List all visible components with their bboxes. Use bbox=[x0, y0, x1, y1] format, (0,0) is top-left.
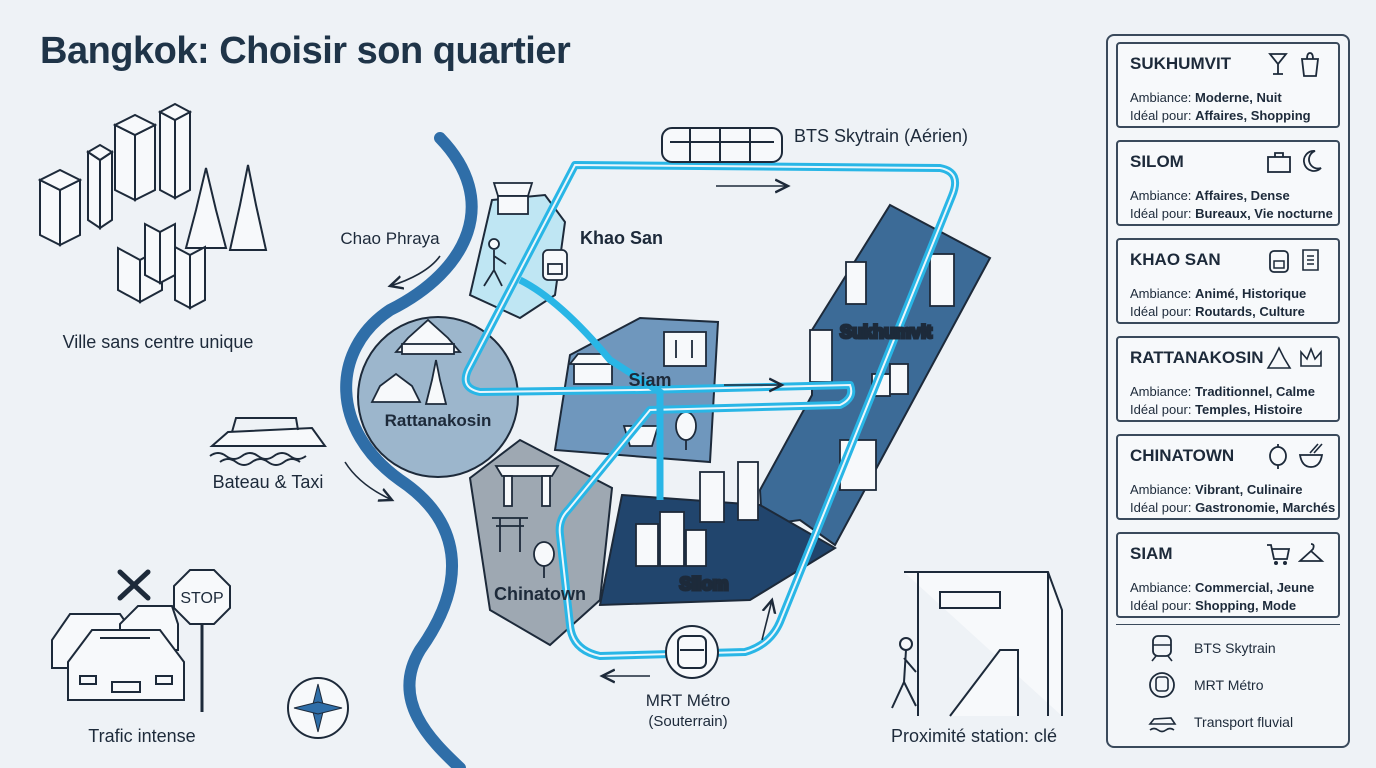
card-icons bbox=[1266, 50, 1330, 80]
no-entry-x-icon bbox=[117, 569, 151, 601]
bts-label: BTS Skytrain (Aérien) bbox=[794, 126, 968, 146]
boat-taxi-icon bbox=[209, 417, 327, 466]
label-sukhumvit: Sukhumvit bbox=[840, 322, 932, 342]
crown-icon bbox=[1300, 346, 1322, 367]
svg-text:STOP: STOP bbox=[180, 590, 223, 607]
traffic-label: Trafic intense bbox=[88, 726, 195, 746]
legend-label: MRT Métro bbox=[1194, 677, 1264, 693]
label-khaosan: Khao San bbox=[580, 228, 663, 248]
card-title: SUKHUMVIT bbox=[1130, 54, 1232, 73]
card-ideal: Idéal pour: Bureaux, Vie nocturne bbox=[1130, 206, 1333, 221]
card-ambiance: Ambiance: Commercial, Jeune bbox=[1130, 580, 1315, 595]
card-ideal: Idéal pour: Affaires, Shopping bbox=[1130, 108, 1311, 123]
torii-gate-icon bbox=[492, 517, 528, 552]
district-map: Ville sans centre unique Chao Phraya Bat… bbox=[37, 102, 1063, 768]
card-icons bbox=[1266, 246, 1330, 276]
shopping-cart-icon bbox=[1267, 544, 1291, 565]
boat-icon bbox=[1148, 717, 1177, 733]
card-ambiance: Ambiance: Animé, Historique bbox=[1130, 286, 1307, 301]
skytrain-icon bbox=[661, 127, 783, 163]
backpack-icon bbox=[1269, 250, 1289, 273]
card-icons bbox=[1266, 344, 1330, 374]
card-icons bbox=[1266, 540, 1330, 570]
boat-arrow bbox=[344, 461, 392, 500]
legend-item: BTS Skytrain bbox=[1128, 634, 1338, 662]
station-label: Proximité station: clé bbox=[891, 726, 1057, 746]
city-label: Ville sans centre unique bbox=[63, 332, 254, 352]
card-title: KHAO SAN bbox=[1130, 250, 1221, 269]
boat-label: Bateau & Taxi bbox=[213, 472, 324, 492]
card-ambiance: Ambiance: Vibrant, Culinaire bbox=[1130, 482, 1303, 497]
lantern-icon bbox=[1269, 444, 1287, 469]
legend-item: Transport fluvial bbox=[1128, 708, 1338, 736]
noodle-bowl-icon bbox=[1298, 443, 1324, 468]
label-rattanakosin: Rattanakosin bbox=[385, 411, 492, 430]
backpack-icon bbox=[542, 249, 568, 281]
station-entrance-icon bbox=[891, 571, 1063, 717]
card-title: CHINATOWN bbox=[1130, 446, 1235, 465]
lantern-icon bbox=[533, 541, 555, 578]
card-ideal: Idéal pour: Routards, Culture bbox=[1130, 304, 1305, 319]
temple-icon bbox=[1266, 346, 1292, 369]
legend-divider bbox=[1116, 624, 1340, 625]
hospital-icon bbox=[663, 331, 707, 367]
clothes-hanger-icon bbox=[1298, 543, 1325, 562]
card-ambiance: Ambiance: Moderne, Nuit bbox=[1130, 90, 1282, 105]
bts-khaosan-branch bbox=[518, 276, 664, 500]
city-skyline-icon bbox=[37, 102, 268, 310]
traffic-cars-icon bbox=[51, 605, 185, 701]
scroll-icon bbox=[1302, 249, 1319, 271]
moon-icon bbox=[1303, 150, 1322, 172]
card-ideal: Idéal pour: Gastronomie, Marchés bbox=[1130, 500, 1336, 515]
legend-label: Transport fluvial bbox=[1194, 714, 1294, 730]
card-ideal: Idéal pour: Shopping, Mode bbox=[1130, 598, 1297, 613]
stop-sign-icon: STOP bbox=[173, 569, 231, 712]
temple-icon bbox=[370, 359, 448, 405]
metro-icon bbox=[1149, 672, 1175, 698]
district-silom[interactable] bbox=[598, 493, 837, 607]
card-title: SIAM bbox=[1130, 544, 1173, 563]
chao-phraya-river bbox=[340, 132, 478, 768]
compass-icon bbox=[287, 677, 349, 739]
label-siam: Siam bbox=[628, 370, 671, 390]
card-ideal: Idéal pour: Temples, Histoire bbox=[1130, 402, 1303, 417]
mrt-arrow-2 bbox=[761, 600, 772, 641]
river-flow-arrow bbox=[390, 255, 441, 286]
sukhumvit-towers-icon bbox=[809, 253, 955, 491]
label-silom: Silom bbox=[679, 574, 728, 594]
card-icons bbox=[1266, 148, 1330, 178]
cocktail-icon bbox=[1268, 53, 1288, 75]
card-icons bbox=[1266, 442, 1330, 472]
metro-icon bbox=[665, 625, 719, 679]
card-ambiance: Ambiance: Affaires, Dense bbox=[1130, 188, 1290, 203]
label-chinatown: Chinatown bbox=[494, 584, 586, 604]
river-label: Chao Phraya bbox=[340, 229, 440, 248]
skytrain-icon bbox=[1151, 635, 1173, 662]
card-title: SILOM bbox=[1130, 152, 1184, 171]
briefcase-icon bbox=[1267, 152, 1291, 173]
page-title: Bangkok: Choisir son quartier bbox=[40, 30, 571, 72]
chinese-gate-icon bbox=[494, 465, 560, 507]
legend-item: MRT Métro bbox=[1128, 671, 1338, 699]
silom-towers-icon bbox=[635, 461, 759, 567]
card-title: RATTANAKOSIN bbox=[1130, 348, 1264, 367]
backpacker-icon bbox=[483, 238, 507, 287]
mrt-label: MRT Métro bbox=[646, 691, 730, 710]
card-ambiance: Ambiance: Traditionnel, Calme bbox=[1130, 384, 1315, 399]
mrt-sub-label: (Souterrain) bbox=[648, 713, 727, 730]
market-stall-icon bbox=[492, 182, 534, 215]
legend-label: BTS Skytrain bbox=[1194, 640, 1276, 656]
grand-palace-icon bbox=[394, 318, 462, 355]
shopping-bag-icon bbox=[1300, 52, 1320, 77]
district-card[interactable]: RATTANAKOSIN Ambiance: Traditionnel, Calm… bbox=[1116, 336, 1340, 422]
